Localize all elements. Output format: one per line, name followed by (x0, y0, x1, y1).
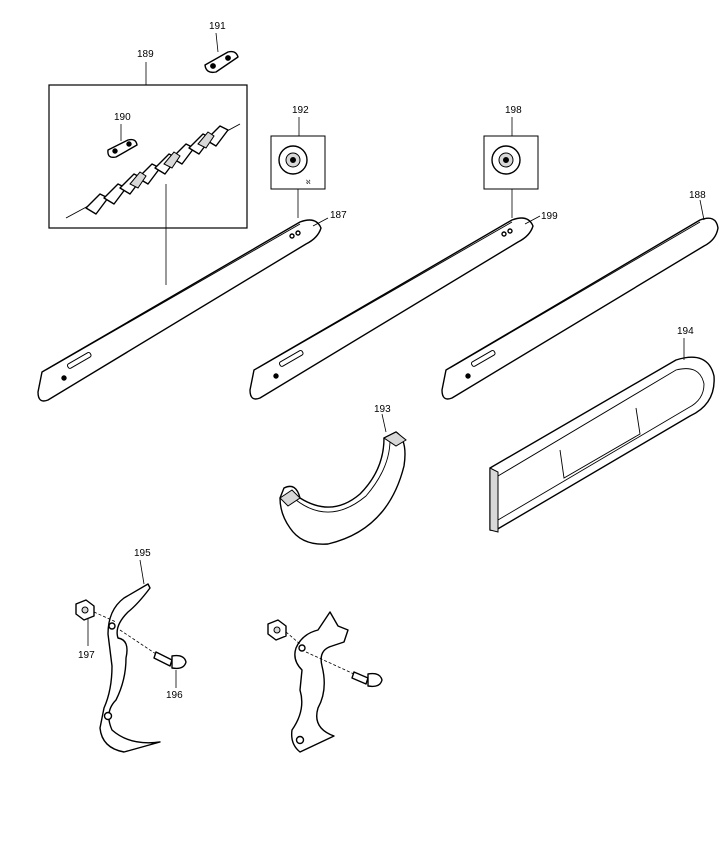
sprocket-nose-192[interactable]: ℵ (270, 117, 326, 218)
connecting-link-191[interactable] (204, 32, 239, 74)
screw-alt[interactable] (305, 651, 383, 688)
spike-bumper-alt[interactable] (290, 611, 349, 753)
guide-bar-199[interactable] (249, 215, 541, 400)
guard-193[interactable] (279, 413, 407, 545)
callout-194: 194 (677, 326, 694, 337)
saw-chain (85, 125, 229, 215)
nut-197[interactable] (75, 599, 117, 646)
callout-198: 198 (505, 105, 522, 116)
callout-199: 199 (541, 211, 558, 222)
svg-text:ℵ: ℵ (306, 179, 311, 186)
saw-chain-kit-189[interactable] (48, 62, 248, 229)
callout-189: 189 (137, 49, 154, 60)
callout-197: 197 (78, 650, 95, 661)
callout-190: 190 (114, 112, 131, 123)
guide-bar-187[interactable] (37, 217, 329, 402)
callout-195: 195 (134, 548, 151, 559)
callout-188: 188 (689, 190, 706, 201)
nut-alt[interactable] (267, 619, 301, 645)
screw-196[interactable] (119, 629, 187, 688)
bar-cover-194[interactable] (489, 338, 715, 533)
callout-191: 191 (209, 21, 226, 32)
sprocket-nose-198[interactable] (483, 117, 539, 218)
guide-bar-188[interactable] (441, 199, 719, 400)
callout-192: 192 (292, 105, 309, 116)
callout-196: 196 (166, 690, 183, 701)
callout-193: 193 (374, 404, 391, 415)
chain-link-190[interactable] (107, 124, 138, 159)
spike-bumper-195[interactable] (99, 559, 161, 753)
callout-187: 187 (330, 210, 347, 221)
